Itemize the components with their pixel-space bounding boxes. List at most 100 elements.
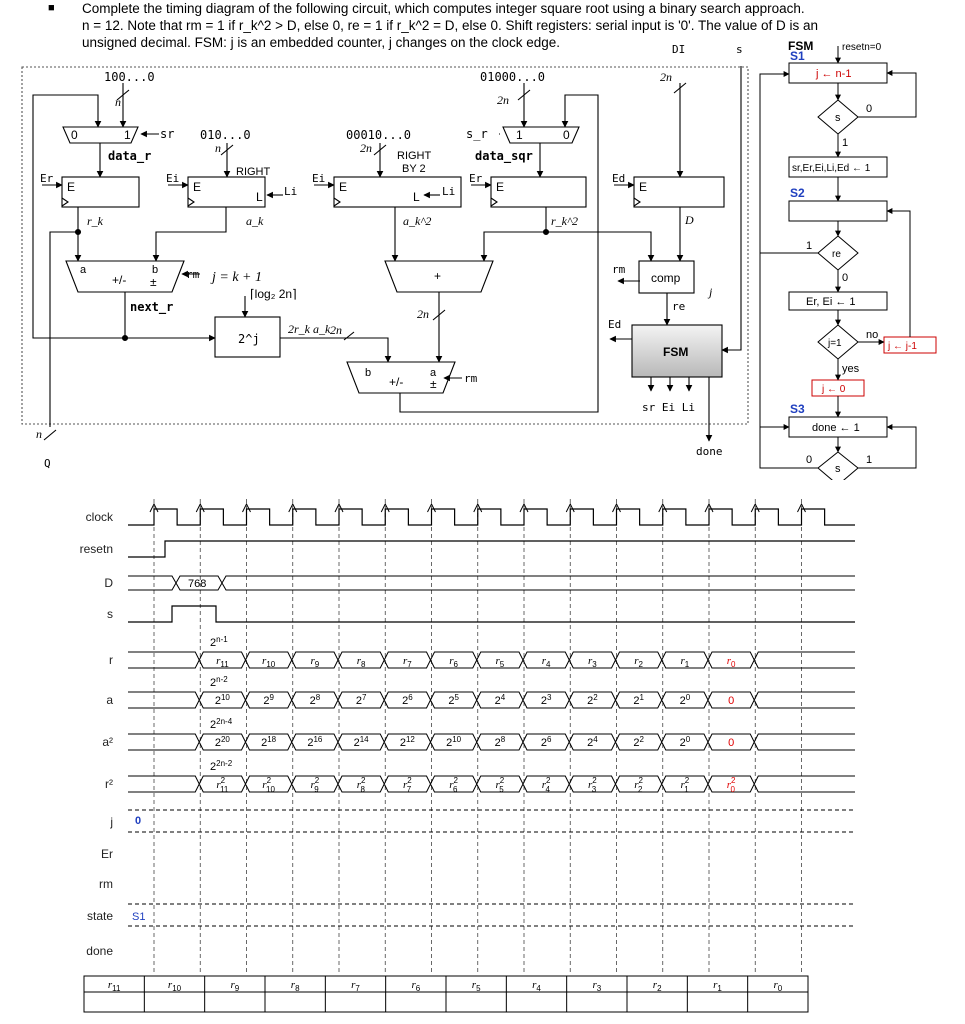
a2-value-10: 20: [680, 735, 691, 750]
clock-arrow-9: [565, 502, 575, 513]
s-input-label: s: [736, 43, 743, 56]
signal-label-5: a: [106, 693, 113, 707]
signal-label-7: r²: [105, 777, 113, 791]
fsm-s2-label: S2: [790, 186, 805, 200]
fsm-assign-s1: sr,Er,Ei,Li,Ed ← 1: [792, 163, 871, 174]
a-value-9: 21: [633, 693, 644, 708]
answer-header-10: r1: [713, 979, 722, 993]
a2-value-2: 216: [307, 735, 323, 750]
adder-r-a: a: [80, 264, 87, 276]
a-value-7: 23: [541, 693, 552, 708]
answer-header-4: r7: [351, 979, 360, 993]
l-label-2: L: [413, 190, 420, 204]
a2-value-4: 212: [400, 735, 416, 750]
done-label: done: [696, 445, 723, 458]
fsm-resetn: resetn=0: [842, 42, 882, 53]
li-label-2: Li: [442, 185, 455, 198]
mux-sqr-1: 1: [516, 128, 523, 142]
const-100: 100...0: [104, 70, 155, 84]
fsm-no: no: [866, 329, 878, 341]
fsm-chart-title: FSM: [788, 39, 813, 53]
rk-label: r_k: [87, 214, 104, 228]
er2-e: E: [496, 180, 504, 194]
adder-sq-plus: +: [434, 269, 441, 283]
q-label: Q: [44, 457, 51, 470]
r-value-9: r2: [634, 655, 643, 669]
di-label: DI: [672, 43, 685, 56]
adder-final-b: b: [365, 367, 371, 379]
r-value-6: r5: [496, 655, 505, 669]
clock-arrow-14: [797, 502, 806, 513]
right-by2-label-b: BY 2: [402, 163, 426, 175]
mux-r-1: 1: [124, 128, 131, 142]
fsm-j-cond: j=1: [827, 338, 842, 349]
const-01000: 01000...0: [480, 70, 545, 84]
a2-wave: [128, 733, 855, 751]
er-label-2: Er: [469, 172, 483, 185]
ei2-e: E: [339, 180, 347, 194]
r-value-11: r0: [727, 655, 736, 669]
a2-value-0: 220: [215, 735, 231, 750]
signal-label-3: s: [107, 607, 113, 621]
fsm-j-dec: j ← j-1: [887, 341, 917, 352]
a-value-11: 0: [728, 695, 734, 707]
fsm-s3-cond: s: [835, 463, 841, 475]
signal-label-1: resetn: [80, 542, 113, 556]
adder-r-pm: ±: [150, 275, 157, 289]
l-label-1: L: [256, 190, 263, 204]
circuit-border: [21, 66, 749, 425]
const-010: 010...0: [200, 128, 251, 142]
n-label-1: n: [115, 95, 121, 109]
s-wave: [128, 605, 855, 623]
a-wave: [128, 691, 855, 709]
a2-value-3: 214: [354, 735, 370, 750]
signal-label-2: D: [104, 576, 113, 590]
comp-label: comp: [651, 271, 681, 285]
timing-diagram: clockresetnDsraa²r²jErrmstatedone7682n-1…: [80, 499, 855, 1013]
fsm-done-assign: done ← 1: [812, 422, 860, 434]
signal-label-10: rm: [99, 877, 113, 891]
fsm-label: FSM: [663, 345, 688, 359]
mux-r: [62, 126, 139, 144]
ei-label-1: Ei: [166, 172, 179, 185]
fsm-outputs-label: sr Ei Li: [642, 401, 695, 414]
a-value-5: 25: [448, 693, 459, 708]
answer-header-2: r9: [230, 979, 239, 993]
d-value: 768: [188, 578, 206, 590]
signal-label-0: clock: [86, 510, 114, 524]
d-wave: [128, 575, 855, 591]
r-value-2: r9: [311, 655, 320, 669]
log-label: ⌈log₂ 2n⌉: [250, 287, 297, 301]
fsm-s3-zero: 0: [806, 454, 812, 466]
rm-label-2: rm: [464, 372, 478, 385]
two-rk-ak-label: 2r_k a_k: [288, 322, 331, 336]
signal-label-4: r: [109, 653, 113, 667]
adder-final-pm: ±: [430, 377, 437, 391]
fsm-re-zero: 0: [842, 272, 848, 284]
data-sqr-label: data_sqr: [475, 149, 533, 164]
adder-r: [65, 260, 185, 293]
r-value-5: r6: [449, 655, 458, 669]
a-value-2: 28: [310, 693, 321, 708]
clock-arrow-8: [519, 502, 529, 513]
signal-label-9: Er: [101, 847, 113, 861]
a-init-label: 2n-2: [210, 675, 228, 690]
signal-label-8: j: [109, 815, 113, 829]
a2-value-6: 28: [495, 735, 506, 750]
answer-header-3: r8: [291, 979, 300, 993]
a-value-6: 24: [495, 693, 506, 708]
rm-label-1: rm: [186, 268, 200, 281]
a-value-0: 210: [215, 693, 231, 708]
a2-init-label: 22n-4: [210, 717, 233, 732]
answer-header-7: r4: [532, 979, 541, 993]
fsm-j-init: j ← n-1: [815, 68, 851, 80]
